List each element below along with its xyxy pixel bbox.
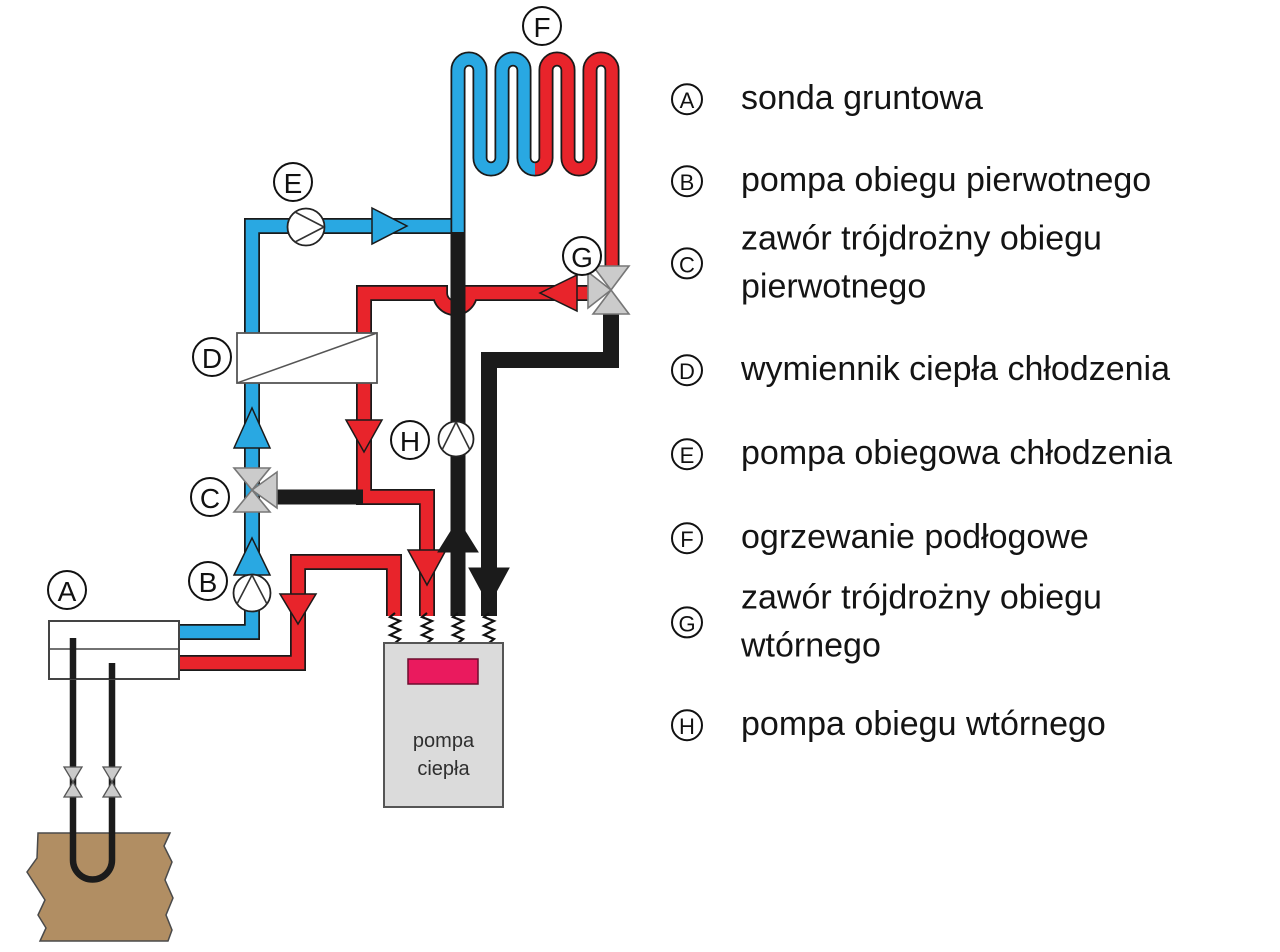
probe-valve-right [101, 766, 123, 798]
legend-text-a: sonda gruntowa [741, 79, 983, 118]
legend-row-c: C zawór trójdrożny obiegu pierwotnego [671, 215, 1102, 310]
ground-collector-box [48, 620, 180, 680]
floor-heating-coil [450, 51, 620, 268]
pump-e [286, 207, 326, 247]
marker-e: E [273, 162, 313, 202]
heat-pump-unit [383, 642, 504, 808]
flow-arrows [232, 206, 578, 626]
legend-text-h: pompa obiegu wtórnego [741, 705, 1106, 744]
legend-text-e: pompa obiegowa chłodzenia [741, 434, 1172, 473]
heat-pump-display [407, 658, 479, 685]
three-way-valve-g [587, 265, 631, 315]
heat-pump-label: pompa ciepła [412, 730, 475, 780]
legend-row-a: A sonda gruntowa [671, 75, 983, 123]
three-way-valve-c [232, 467, 278, 513]
diagram-canvas [26, 51, 631, 942]
marker-f: F [522, 6, 562, 46]
valve-g-return-pipe [481, 308, 619, 616]
marker-b: B [188, 561, 228, 601]
legend-row-e: E pompa obiegowa chłodzenia [671, 430, 1172, 478]
legend-circle-c: C [671, 247, 703, 279]
legend-circle-a: A [671, 83, 703, 115]
legend-text-f: ogrzewanie podłogowe [741, 518, 1089, 557]
legend-row-g: G zawór trójdrożny obiegu wtórnego [671, 574, 1102, 669]
arrow-blue-up-above-b [232, 536, 272, 576]
hot-secondary-return-pipe [356, 285, 590, 616]
legend-text-b: pompa obiegu pierwotnego [741, 161, 1152, 200]
heat-pump-connectors [387, 612, 497, 644]
legend-text-g: zawór trójdrożny obiegu wtórnego [741, 578, 1102, 664]
legend-text-d: wymiennik ciepła chłodzenia [741, 350, 1171, 389]
legend-circle-f: F [671, 522, 703, 554]
ground-probe-pipes [62, 638, 123, 883]
arrow-black-up-supply [437, 519, 479, 553]
pump-b [232, 573, 272, 613]
arrow-red-down-below-d [344, 419, 384, 454]
arrow-blue-up-below-d [232, 406, 272, 449]
marker-d: D [192, 337, 232, 377]
arrow-red-down-to-heatpump [406, 549, 448, 587]
pump-h [437, 420, 475, 458]
legend-row-d: D wymiennik ciepła chłodzenia [671, 346, 1170, 394]
heat-exchanger-box [236, 332, 378, 384]
marker-a: A [47, 570, 87, 610]
ground-soil [26, 832, 174, 942]
legend-circle-e: E [671, 438, 703, 470]
legend-circle-b: B [671, 165, 703, 197]
legend-row-f: F ogrzewanie podłogowe [671, 514, 1089, 562]
arrow-blue-right [371, 206, 409, 246]
marker-g: G [562, 236, 602, 276]
legend-row-b: B pompa obiegu pierwotnego [671, 157, 1151, 205]
legend-row-h: H pompa obiegu wtórnego [671, 701, 1106, 749]
legend-circle-g: G [671, 606, 703, 638]
arrow-black-down-return [468, 567, 510, 607]
legend-text-c: zawór trójdrożny obiegu pierwotnego [741, 219, 1102, 305]
probe-valve-left [62, 766, 84, 798]
marker-h: H [390, 420, 430, 460]
legend-circle-d: D [671, 354, 703, 386]
arrow-red-down-to-probe [278, 593, 318, 626]
arrow-red-left-from-g [538, 273, 578, 313]
legend-circle-h: H [671, 709, 703, 741]
hot-return-to-probe-pipe [180, 554, 402, 671]
marker-c: C [190, 477, 230, 517]
